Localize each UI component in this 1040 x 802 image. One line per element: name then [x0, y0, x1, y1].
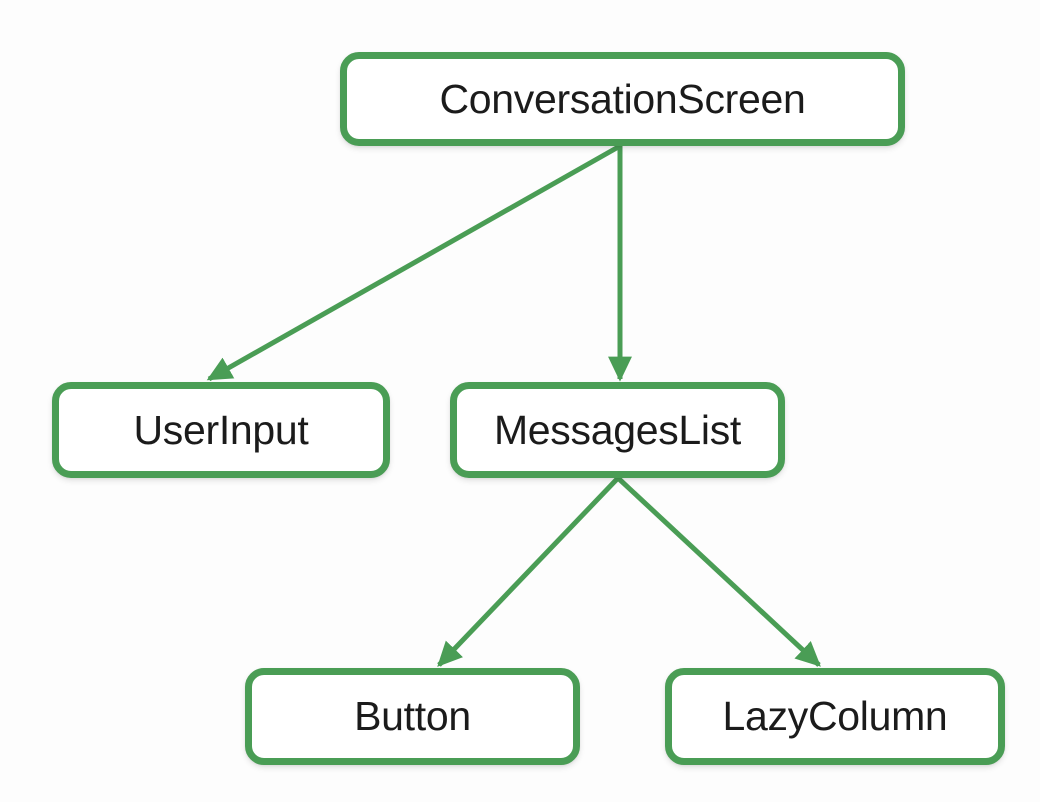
node-label: MessagesList — [493, 406, 742, 453]
node-messageslist[interactable]: MessagesList — [450, 382, 785, 478]
node-button[interactable]: Button — [245, 668, 580, 765]
node-label: UserInput — [133, 406, 309, 453]
node-lazycolumn[interactable]: LazyColumn — [665, 668, 1005, 765]
node-label: LazyColumn — [722, 693, 948, 739]
node-label: ConversationScreen — [439, 75, 806, 122]
node-userinput[interactable]: UserInput — [52, 382, 390, 478]
node-label: Button — [354, 693, 471, 739]
edge-messageslist-to-button — [437, 476, 620, 667]
edge-conversationscreen-to-userinput — [206, 143, 622, 382]
node-conversationscreen[interactable]: ConversationScreen — [340, 52, 905, 146]
edge-messageslist-to-lazycolumn — [616, 476, 821, 667]
